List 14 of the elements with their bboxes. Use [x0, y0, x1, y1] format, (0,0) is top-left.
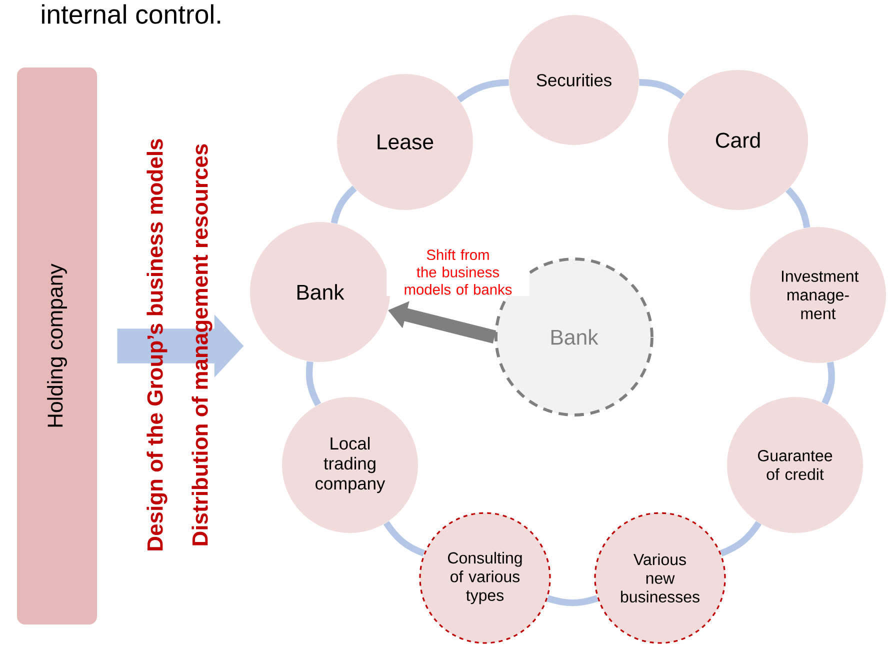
- ring-segment: [546, 595, 598, 606]
- ring-segment: [330, 186, 357, 224]
- ring-segment: [383, 520, 426, 556]
- ring-segment: [639, 79, 685, 100]
- vertical-text: Distribution of management resources: [192, 144, 212, 546]
- holding-company-bar: Holding company: [17, 68, 97, 624]
- ring-segment: [456, 79, 509, 103]
- edge-label: Shift from the business models of banks: [386, 248, 530, 296]
- vertical-text: Design of the Group’s business models: [146, 139, 168, 550]
- ring-segment: [306, 361, 322, 406]
- ring-segment: [822, 362, 835, 405]
- ring-segment: [786, 187, 810, 228]
- heading-text: internal control.: [42, 4, 220, 24]
- ring-segment: [720, 520, 762, 556]
